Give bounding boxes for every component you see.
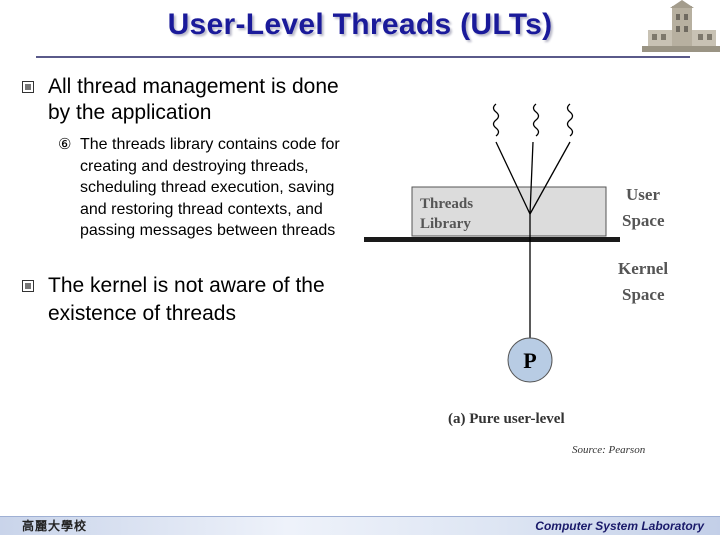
kernel-boundary-bar [364, 237, 620, 242]
bullet-2-text: The kernel is not aware of the existence… [48, 274, 325, 325]
user-space-label: User Space [622, 185, 665, 230]
thread-line-3 [529, 141, 571, 215]
thread-squiggle-3 [566, 103, 574, 137]
circled-six-icon: ⑥ [58, 136, 72, 153]
slide-title: User-Level Threads (ULTs) [167, 8, 553, 41]
source-credit: Source: Pearson [572, 444, 646, 456]
title-divider [36, 56, 690, 58]
bullet-2: The kernel is not aware of the existence… [22, 272, 362, 328]
thread-squiggle-1 [492, 103, 500, 137]
thread-line-1 [495, 141, 531, 215]
thread-line-2 [529, 141, 534, 215]
lab-name: Computer System Laboratory [535, 519, 704, 533]
sub-bullet: ⑥ The threads library contains code for … [58, 134, 358, 242]
university-name: 高麗大學校 [22, 519, 88, 533]
thread-squiggle-2 [532, 103, 540, 137]
process-label: P [523, 348, 536, 373]
diagram-caption: (a) Pure user-level [448, 411, 565, 427]
bullet-1-text: All thread management is done by the app… [48, 75, 339, 124]
process-circle [507, 337, 553, 383]
threads-library-box [411, 186, 607, 237]
square-bullet-icon [22, 81, 34, 93]
university-building-logo [642, 0, 720, 52]
threads-library-label: Threads Library [420, 196, 477, 232]
bullet-1: All thread management is done by the app… [22, 74, 362, 126]
sub-bullet-text: The threads library contains code for cr… [80, 136, 340, 239]
footer-bar: 高麗大學校 Computer System Laboratory [0, 516, 720, 535]
ult-diagram: P Threads Library User Space Kernel Spac… [364, 103, 672, 427]
square-bullet-icon [22, 280, 34, 292]
kernel-space-label: Kernel Space [618, 259, 672, 304]
